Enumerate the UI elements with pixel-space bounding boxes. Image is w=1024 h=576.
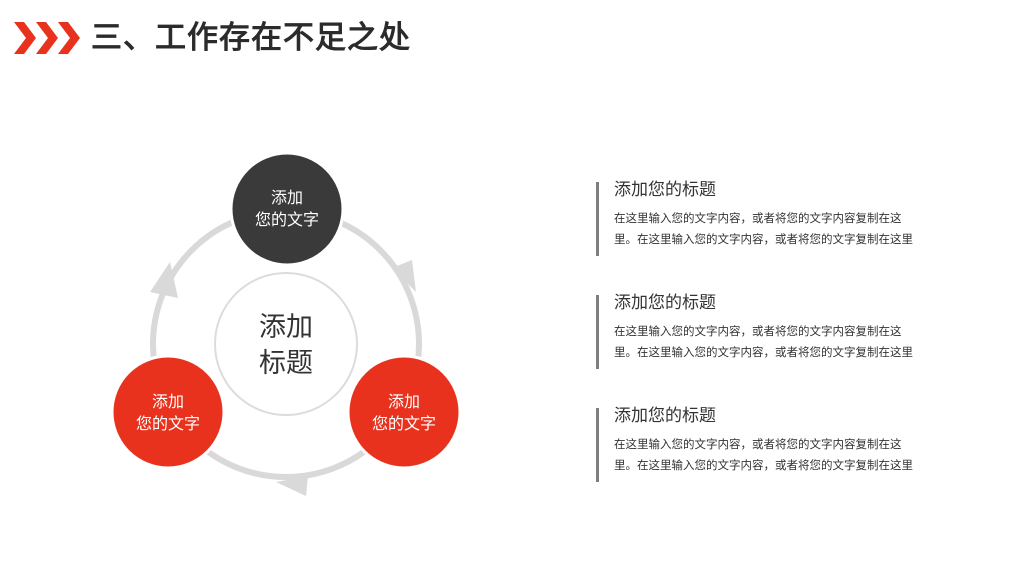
node-circle-left — [110, 354, 226, 470]
center-label: 添加 标题 — [226, 310, 346, 382]
node-label-line1: 添加 — [270, 188, 303, 207]
center-label-line2: 标题 — [259, 348, 313, 379]
info-title: 添加您的标题 — [614, 406, 716, 426]
node-label-line2: 您的文字 — [254, 210, 319, 229]
info-bar — [596, 295, 599, 369]
node-circle-top — [229, 151, 345, 267]
cycle-arrow-left — [150, 262, 178, 298]
node-label-top: 添加 您的文字 — [237, 187, 337, 231]
node-label-left: 添加 您的文字 — [118, 391, 218, 435]
info-bar — [596, 408, 599, 482]
cycle-arrow-right — [392, 260, 416, 292]
node-label-line2: 您的文字 — [135, 414, 200, 433]
node-circle-right — [346, 354, 462, 470]
cycle-arrow-bottom — [276, 476, 308, 496]
node-label-right: 添加 您的文字 — [354, 391, 454, 435]
info-body: 在这里输入您的文字内容，或者将您的文字内容复制在这里。在这里输入您的文字内容，或… — [614, 324, 913, 359]
node-label-line1: 添加 — [151, 392, 184, 411]
page-title: 三、工作存在不足之处 — [91, 20, 411, 56]
info-title: 添加您的标题 — [614, 293, 716, 313]
info-bar — [596, 182, 599, 256]
info-body: 在这里输入您的文字内容，或者将您的文字内容复制在这里。在这里输入您的文字内容，或… — [614, 211, 913, 246]
info-body: 在这里输入您的文字内容，或者将您的文字内容复制在这里。在这里输入您的文字内容，或… — [614, 437, 913, 472]
info-title: 添加您的标题 — [614, 180, 716, 200]
chevron-arrows-icon — [14, 22, 80, 54]
node-label-line1: 添加 — [387, 392, 420, 411]
center-label-line1: 添加 — [259, 312, 313, 343]
center-circle — [214, 272, 358, 416]
node-label-line2: 您的文字 — [371, 414, 436, 433]
